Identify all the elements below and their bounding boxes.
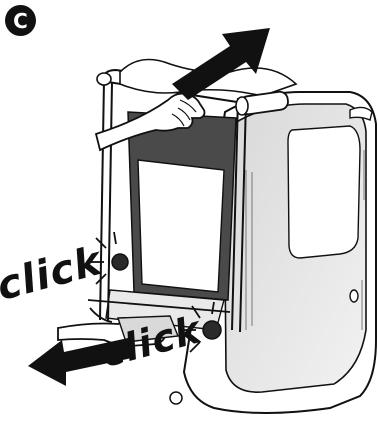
lock-knob-left: [112, 254, 128, 270]
body-latch: [350, 290, 358, 302]
step-badge: C: [5, 5, 36, 36]
step-letter: C: [13, 11, 28, 31]
frame-end-cap: [97, 73, 111, 85]
foot-wheel: [170, 392, 182, 404]
lock-knob-right: [203, 321, 221, 339]
rear-handle: [350, 107, 372, 120]
carrier-window: [288, 126, 360, 258]
interior-panel: [138, 160, 224, 292]
